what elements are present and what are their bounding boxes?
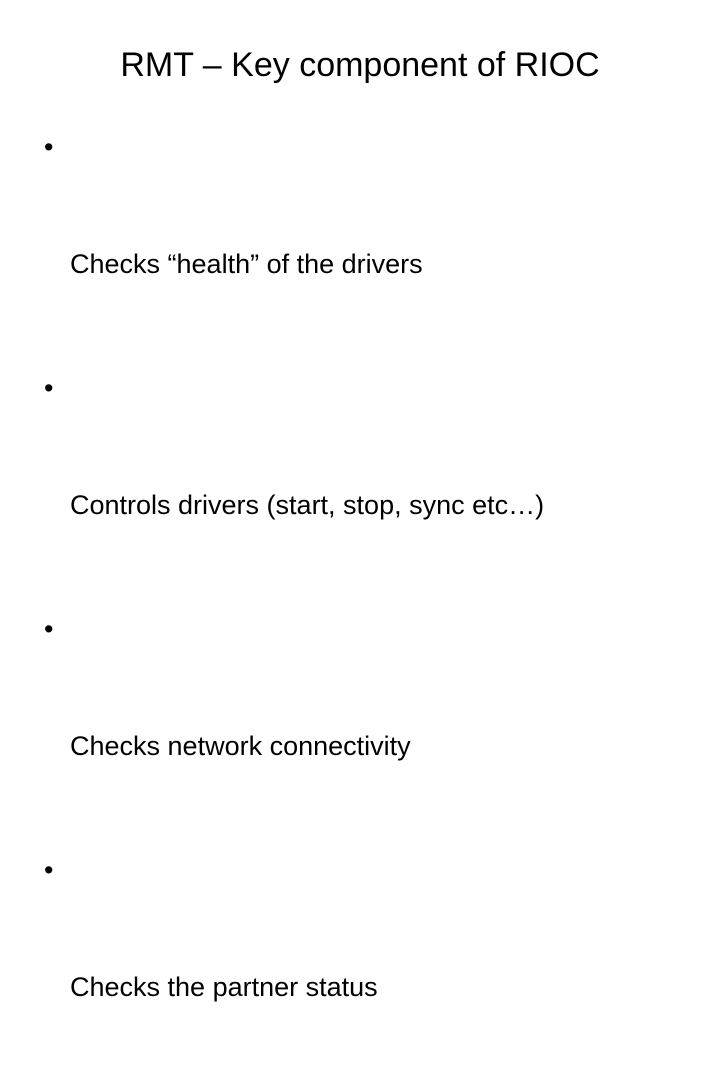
page-title: RMT – Key component of RIOC — [120, 46, 600, 84]
bullet-point-icon: • — [44, 373, 54, 403]
list-item[interactable]: • Controls drivers (start, stop, sync et… — [40, 369, 688, 603]
bullet-point-icon: • — [44, 855, 54, 885]
list-item-label: Checks network connectivity — [70, 731, 411, 761]
bullet-point-icon: • — [44, 614, 54, 644]
slide-canvas: RMT – Key component of RIOC • Checks “he… — [44, 46, 600, 1002]
list-item-label: Checks “health” of the drivers — [70, 249, 423, 279]
list-item-label: Controls drivers (start, stop, sync etc…… — [70, 490, 545, 520]
list-item-label: Checks the partner status — [70, 972, 378, 1002]
list-item[interactable]: • Checks network connectivity — [40, 610, 688, 844]
list-item[interactable]: • Checks the partner status — [40, 851, 688, 1080]
list-item[interactable]: • Checks “health” of the drivers — [40, 128, 688, 362]
bullet-list: • Checks “health” of the drivers • Contr… — [40, 128, 688, 1080]
bullet-point-icon: • — [44, 132, 54, 162]
